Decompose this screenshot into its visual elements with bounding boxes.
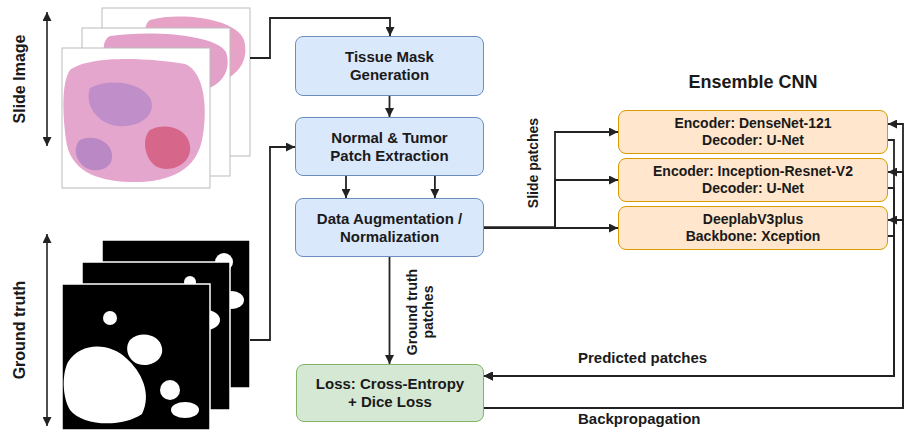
box-text: Backbone: Xception [686,228,821,245]
tissue [63,59,204,182]
extent-arrow [46,12,48,146]
loss-box: Loss: Cross-Entropy + Dice Loss [296,364,484,422]
mask-blob [127,334,162,365]
connector-arrow [484,132,618,228]
box-text: Data Augmentation / Normalization [314,210,465,246]
model-box: Encoder: DenseNet-121Decoder: U-Net [618,110,888,154]
box-text: Normal & Tumor Patch Extraction [314,129,465,165]
connector-arrow [484,180,618,228]
axis-label: Slide Image [11,35,29,124]
connector-arrow [389,96,391,117]
connector-arrow [484,124,903,408]
mask-blob [103,311,117,325]
connector-arrow [434,176,436,198]
connector-arrow [484,172,903,408]
connector-arrow [389,257,391,364]
model-box: DeeplabV3plusBackbone: Xception [618,206,888,250]
flow-label: Predicted patches [578,349,707,366]
tissue [89,83,152,127]
tissue [145,127,190,169]
process-box: Data Augmentation / Normalization [295,198,484,257]
mask-card [62,284,210,430]
process-box: Tissue Mask Generation [295,36,484,96]
box-text: Encoder: DenseNet-121 [674,115,831,132]
box-text: Loss: Cross-Entropy + Dice Loss [315,375,465,411]
feed-line [250,147,295,340]
axis-label: Ground truth [11,281,29,380]
box-text: Encoder: Inception-Resnet-V2 [653,163,853,180]
flow-label: Slide patches [525,118,541,208]
mask-blob [171,402,199,418]
connector-arrow [484,227,618,229]
connector-arrow [484,236,894,376]
process-box: Normal & Tumor Patch Extraction [295,117,484,176]
slide-card [62,48,210,188]
tissue [76,138,112,171]
connector-arrow [345,176,347,198]
box-text: Decoder: U-Net [702,180,804,197]
connector-arrow [484,188,894,376]
extent-arrow [46,234,48,426]
edge-label: Ground truth patches [404,262,436,362]
box-text: Decoder: U-Net [702,132,804,149]
model-box: Encoder: Inception-Resnet-V2Decoder: U-N… [618,158,888,202]
group-heading: Ensemble CNN [618,72,888,92]
box-text: DeeplabV3plus [703,211,803,228]
flow-label: Backpropagation [578,411,701,427]
connector-arrow [484,140,894,376]
box-text: Tissue Mask Generation [314,48,465,84]
mask-blob [160,380,180,400]
slide-stack [62,8,250,188]
mask-stack [62,240,250,430]
